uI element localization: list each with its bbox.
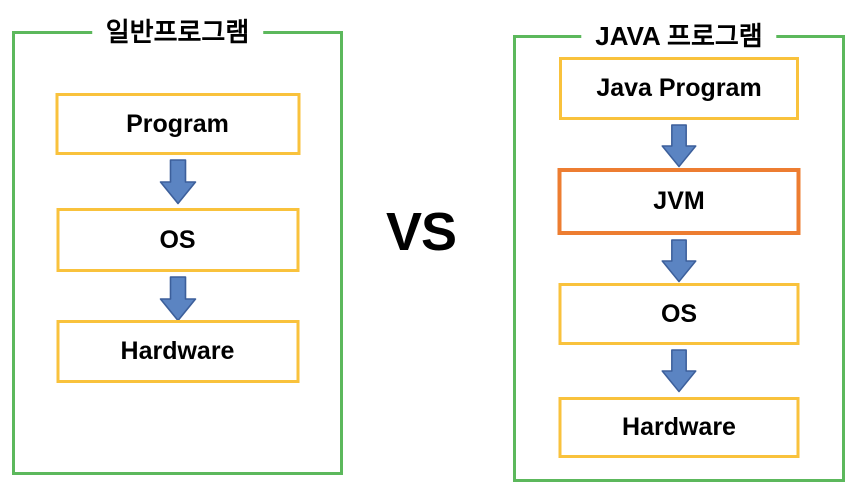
jvm-box-label: JVM (653, 187, 705, 215)
hardware-box: Hardware (56, 320, 299, 383)
java-program-panel: JAVA 프로그램 Java Program JVM OS Hardware (513, 20, 845, 482)
vs-label: VS (386, 202, 457, 262)
hardware-box: Hardware (558, 397, 800, 458)
general-program-title: 일반프로그램 (91, 16, 264, 48)
os-box-label: OS (159, 225, 196, 254)
hardware-box-label: Hardware (120, 337, 235, 365)
program-box: Program (55, 93, 300, 155)
general-program-panel: 일반프로그램 Program OS Hardware (12, 16, 343, 475)
os-box-label: OS (660, 299, 698, 328)
down-arrow-icon (661, 349, 697, 393)
java-program-title: JAVA 프로그램 (581, 20, 777, 52)
java-program-box-label: Java Program (596, 74, 762, 102)
os-box: OS (558, 283, 800, 345)
down-arrow-icon (159, 159, 196, 205)
jvm-box: JVM (557, 168, 801, 235)
os-box: OS (56, 208, 299, 272)
down-arrow-icon (661, 124, 697, 168)
program-box-label: Program (126, 109, 229, 138)
down-arrow-icon (661, 239, 697, 283)
java-program-box: Java Program (559, 57, 799, 120)
down-arrow-icon (159, 276, 196, 322)
hardware-box-label: Hardware (622, 413, 736, 441)
